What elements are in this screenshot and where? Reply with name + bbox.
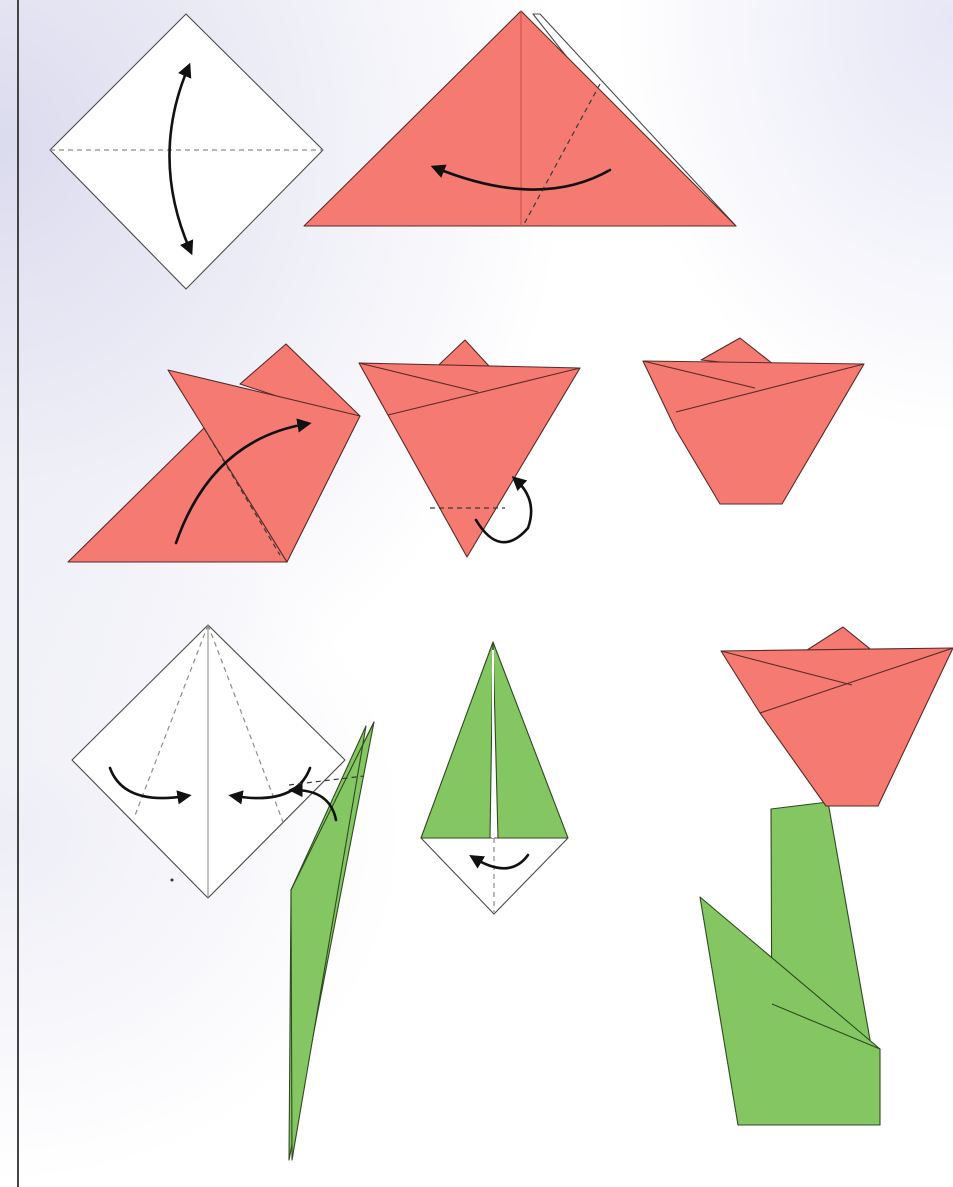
step-7-green-kite bbox=[421, 642, 568, 914]
step-3-corner-folded bbox=[68, 344, 360, 562]
step-6-white-kite-folds bbox=[72, 625, 345, 898]
step-1-square-paper bbox=[50, 14, 323, 289]
tulip-cup-shape bbox=[643, 361, 864, 504]
square-paper-shape bbox=[50, 14, 323, 289]
petal-body-shape bbox=[359, 363, 580, 557]
step-2-pink-triangle bbox=[304, 11, 736, 226]
right-green-flap bbox=[493, 642, 568, 838]
pink-triangle-shape bbox=[304, 11, 736, 226]
stray-dot bbox=[171, 879, 174, 882]
step-4-tulip-head bbox=[359, 340, 580, 557]
step-5-tulip-head-finished bbox=[643, 338, 864, 504]
left-green-flap bbox=[421, 642, 493, 838]
tulip-cup-shape bbox=[721, 648, 953, 806]
step-9-finished-tulip bbox=[700, 627, 953, 1125]
